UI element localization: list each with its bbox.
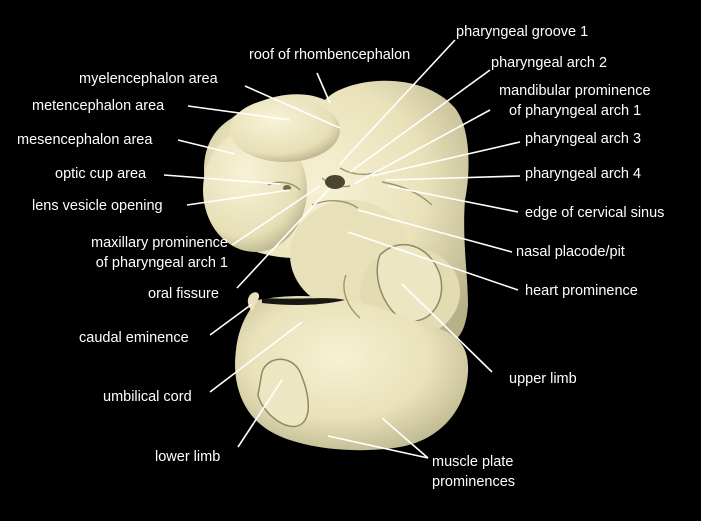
leader-pharyngeal-arch-3 bbox=[371, 141, 521, 177]
label-oral-fissure: oral fissure bbox=[148, 286, 219, 302]
label-pharyngeal-groove-1: pharyngeal groove 1 bbox=[456, 24, 589, 40]
label-mandibular-prominence-line2: of pharyngeal arch 1 bbox=[509, 103, 642, 119]
label-mandibular-prominence: mandibular prominence of pharyngeal arch… bbox=[499, 81, 651, 121]
embryo-specimen bbox=[203, 80, 469, 451]
caudal-tip bbox=[247, 292, 260, 312]
leader-caudal-eminence bbox=[209, 303, 253, 336]
leader-upper-limb bbox=[401, 283, 493, 373]
leader-roof-of-rhombencephalon bbox=[316, 72, 331, 104]
leader-metencephalon-area bbox=[187, 105, 291, 121]
leader-umbilical-cord bbox=[209, 321, 303, 393]
label-metencephalon-area: metencephalon area bbox=[32, 98, 165, 114]
leader-mesencephalon-area bbox=[177, 139, 236, 155]
label-lens-vesicle-opening: lens vesicle opening bbox=[32, 198, 163, 214]
leader-maxillary-prominence bbox=[231, 185, 321, 246]
leader-muscle-plate-a bbox=[327, 435, 429, 459]
label-pharyngeal-arch-4: pharyngeal arch 4 bbox=[525, 166, 642, 182]
label-roof-of-rhombencephalon: roof of rhombencephalon bbox=[249, 47, 411, 63]
label-edge-of-cervical-sinus: edge of cervical sinus bbox=[525, 205, 665, 221]
leader-edge-of-cervical-sinus bbox=[387, 185, 519, 213]
leader-pharyngeal-arch-4 bbox=[385, 175, 521, 181]
label-upper-limb: upper limb bbox=[509, 371, 577, 387]
label-lower-limb: lower limb bbox=[155, 449, 221, 465]
label-caudal-eminence: caudal eminence bbox=[79, 330, 189, 346]
leader-pharyngeal-groove-1 bbox=[339, 39, 456, 165]
leader-heart-prominence bbox=[347, 231, 519, 291]
label-pharyngeal-arch-2: pharyngeal arch 2 bbox=[491, 55, 608, 71]
leader-lines bbox=[163, 39, 521, 459]
leader-nasal-placode-pit bbox=[357, 209, 513, 253]
leader-lens-vesicle-opening bbox=[186, 189, 291, 206]
label-pharyngeal-arch-3: pharyngeal arch 3 bbox=[525, 131, 642, 147]
label-mesencephalon-area: mesencephalon area bbox=[17, 132, 153, 148]
label-heart-prominence: heart prominence bbox=[525, 283, 638, 299]
leader-oral-fissure bbox=[236, 187, 331, 289]
leader-muscle-plate-b bbox=[381, 417, 429, 459]
label-muscle-plate-line1: muscle plate bbox=[432, 454, 514, 470]
leader-myelencephalon-area bbox=[244, 85, 341, 129]
label-mandibular-prominence-line1: mandibular prominence bbox=[499, 83, 651, 99]
heart-edge bbox=[343, 274, 361, 319]
label-umbilical-cord: umbilical cord bbox=[103, 389, 192, 405]
leader-mandibular-prominence bbox=[353, 109, 491, 185]
label-myelencephalon-area: myelencephalon area bbox=[79, 71, 218, 87]
body-gap-shadow bbox=[262, 298, 345, 305]
leader-pharyngeal-arch-2 bbox=[349, 69, 491, 173]
brain-dome bbox=[230, 98, 340, 162]
upper-limb-bud bbox=[376, 244, 443, 322]
label-muscle-plate-line2: prominences bbox=[432, 474, 516, 490]
leader-optic-cup-area bbox=[163, 174, 281, 185]
pharyngeal-dark-spot bbox=[325, 175, 345, 189]
leader-lower-limb bbox=[237, 379, 283, 448]
label-nasal-placode-pit: nasal placode/pit bbox=[516, 244, 625, 260]
label-maxillary-prominence-line2: of pharyngeal arch 1 bbox=[95, 255, 228, 271]
lower-limb-bud bbox=[257, 358, 309, 428]
label-muscle-plate-prominences: muscle plate prominences bbox=[432, 452, 515, 492]
label-maxillary-prominence: maxillary prominence of pharyngeal arch … bbox=[50, 233, 228, 273]
label-optic-cup-area: optic cup area bbox=[55, 166, 147, 182]
label-maxillary-prominence-line1: maxillary prominence bbox=[91, 235, 228, 251]
